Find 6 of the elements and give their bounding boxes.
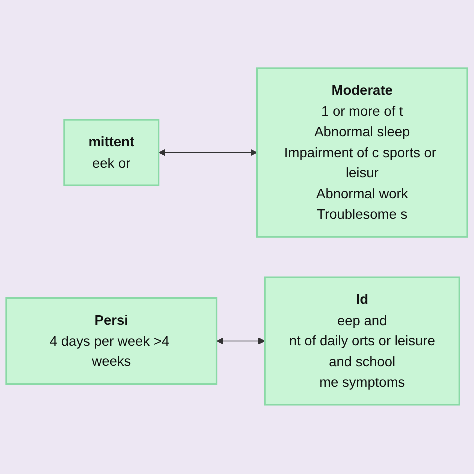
node-box: Moderate 1 or more of t Abnormal sleep Impairment of c sports or leisur Abnormal work Troublesome s [256,68,468,238]
node-box: ld eep and nt of daily orts or leisure and school me symptoms [264,277,460,406]
node-box: mittent eek or [64,120,160,187]
node-box: Persi 4 days per week >4 weeks [6,298,218,386]
arrow [216,338,266,346]
arrow [158,150,258,157]
